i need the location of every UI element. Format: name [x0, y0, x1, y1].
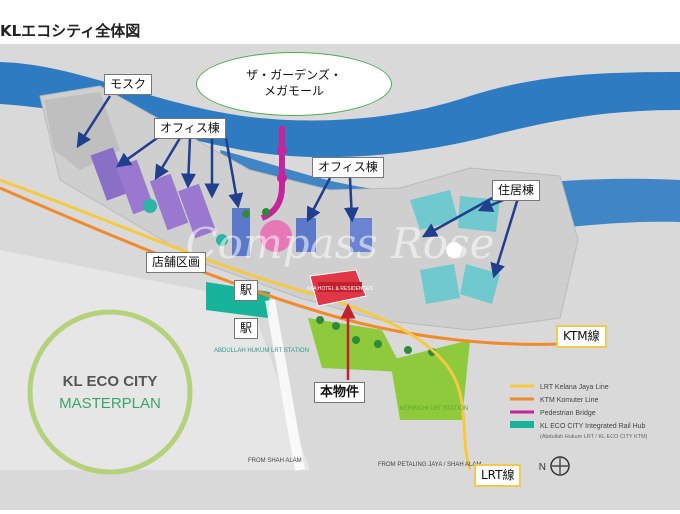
watermark: Compass Rose [186, 219, 495, 268]
office-towers-right [296, 218, 372, 252]
legend-rail-hub-sub: (Abdullah Hukum LRT / KL ECO CITY KTM) [540, 434, 648, 440]
masterplan-ring [27, 309, 193, 475]
property-callout: 本物件 [314, 382, 366, 403]
kerinchi-station-label: KERINCHI LRT STATION [400, 406, 468, 412]
mall-label-2: メガモール [263, 84, 324, 98]
ktm-callout: KTM線 [556, 325, 607, 348]
residential-callout: 住居棟 [492, 180, 541, 201]
highway [265, 299, 305, 471]
north-arrow-icon [550, 456, 570, 476]
office-callout-right: オフィス棟 [312, 157, 384, 178]
page-title: KLエコシティ全体図 [0, 22, 141, 40]
property-tag-bg [318, 282, 362, 292]
mall-callout: ザ・ガーデンズ・ メガモール [196, 52, 392, 116]
legend: LRT Kelana Jaya Line KTM Komuter Line Pe… [510, 384, 648, 440]
abdullah-station-label: ABDULLAH HUKUM LRT STATION [214, 348, 309, 354]
from-shah-alam: FROM SHAH ALAM [248, 458, 302, 464]
office-towers-left [90, 147, 250, 256]
legend-rail-hub: KL ECO CITY Integrated Rail Hub [540, 423, 646, 430]
pedestrian-bridge [260, 126, 285, 221]
legend-lrt: LRT Kelana Jaya Line [540, 384, 609, 391]
mosque-callout: モスク [104, 74, 153, 95]
masterplan-title: KL ECO CITY [63, 373, 158, 390]
station-callout-1: 駅 [234, 280, 259, 301]
green-spaces [308, 318, 470, 420]
legend-ktm: KTM Komuter Line [540, 397, 598, 404]
ktm-line [0, 186, 561, 346]
office-callout-left: オフィス棟 [154, 118, 226, 139]
retail-callout: 店舗区画 [146, 252, 207, 273]
from-petaling: FROM PETALING JAYA / SHAH ALAM [378, 462, 481, 468]
lrt-line [0, 178, 472, 471]
property-tag: KLA HOTEL & RESIDENCES [307, 286, 373, 292]
callout-arrows [76, 95, 520, 279]
mall-label-1: ザ・ガーデンズ・ [246, 68, 342, 82]
legend-bridge: Pedestrian Bridge [540, 410, 596, 417]
lrt-callout: LRT線 [474, 464, 522, 487]
masterplan-subtitle: MASTERPLAN [59, 395, 161, 412]
residential-towers [410, 190, 500, 304]
retail-hub [260, 220, 292, 252]
station-callout-2: 駅 [234, 318, 259, 339]
north-label: N [539, 462, 546, 473]
